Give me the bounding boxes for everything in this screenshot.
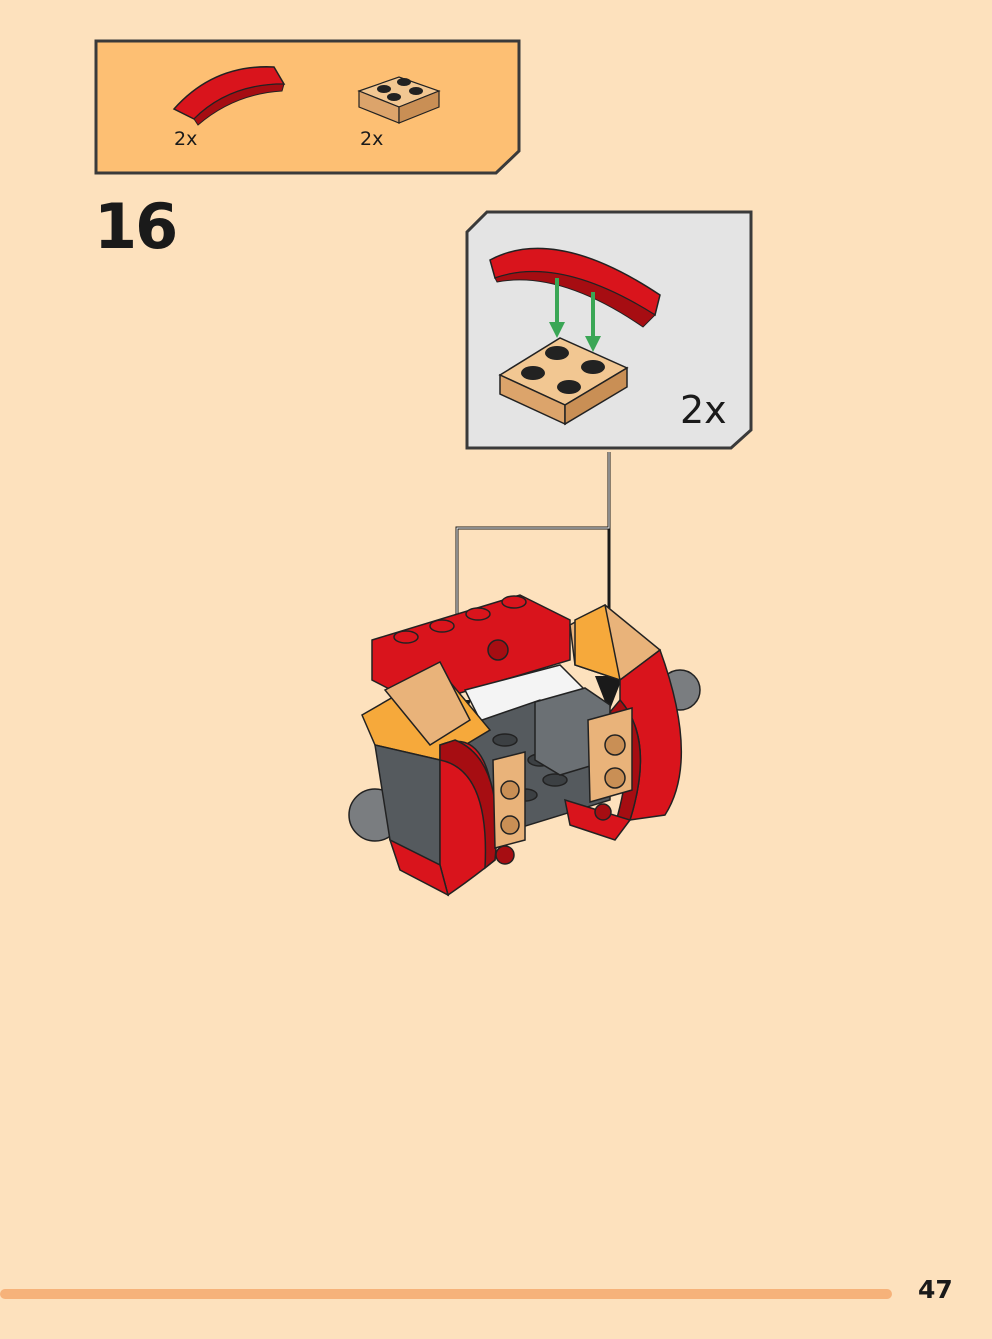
placement-guide-lines bbox=[455, 452, 611, 712]
part-qty-plate: 2x bbox=[360, 128, 384, 150]
sub-assembly-callout bbox=[465, 210, 753, 450]
placement-arrow-right bbox=[595, 676, 623, 712]
page-number: 47 bbox=[918, 1275, 953, 1304]
placement-arrow-left bbox=[443, 700, 471, 735]
page-progress-bar bbox=[0, 1289, 892, 1299]
tan-plate-2x2-icon bbox=[357, 76, 441, 124]
part-qty-curved-slope: 2x bbox=[174, 128, 198, 150]
sub-assembly-qty: 2x bbox=[680, 388, 727, 432]
lego-model bbox=[348, 594, 701, 897]
red-curved-slope-icon bbox=[172, 66, 286, 126]
step-number: 16 bbox=[94, 190, 178, 263]
parts-callout bbox=[94, 39, 521, 175]
